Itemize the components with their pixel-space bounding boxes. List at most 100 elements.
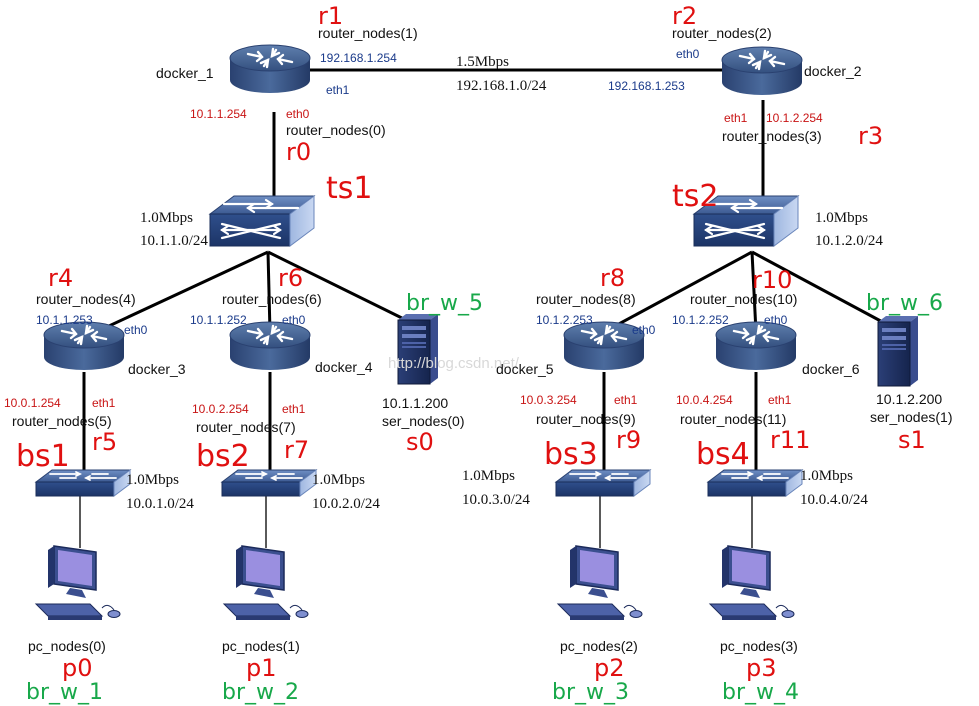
router-r3-ip-eth1: 10.1.2.254 xyxy=(766,111,823,125)
tag-p3: p3 xyxy=(746,654,777,682)
server-s1-icon xyxy=(877,315,919,387)
router-r4-docker: docker_3 xyxy=(128,361,186,377)
router-r2-docker: docker_2 xyxy=(804,63,862,79)
router-r8-ip-eth0: 10.1.2.253 xyxy=(536,313,593,327)
tag-bs1: bs1 xyxy=(16,439,70,474)
router-r6-icon xyxy=(228,320,312,372)
tag-r7: r7 xyxy=(284,436,309,464)
pc-p1-icon xyxy=(223,545,309,621)
pc-p0-icon xyxy=(35,545,121,621)
server-s1-bridge: br_w_6 xyxy=(866,291,943,316)
tag-r6: r6 xyxy=(278,264,303,292)
bs4-bandwidth: 1.0Mbps xyxy=(800,468,853,484)
watermark: http://blog.csdn.net/ xyxy=(388,355,520,372)
tag-bs2: bs2 xyxy=(196,439,250,474)
tag-p2: p2 xyxy=(594,654,625,682)
tag-r4: r4 xyxy=(48,264,73,292)
tag-r8: r8 xyxy=(600,264,625,292)
router-r10-if-eth0: eth0 xyxy=(764,313,788,327)
server-s1-name: ser_nodes(1) xyxy=(870,409,953,425)
pc-p3-bridge: br_w_4 xyxy=(722,680,799,705)
link-ts2-r8 xyxy=(603,250,753,334)
router-r8-name: router_nodes(8) xyxy=(536,291,636,307)
tag-s1: s1 xyxy=(898,426,926,454)
router-r3-if-eth1: eth1 xyxy=(724,111,748,125)
router-r1-ip-eth1: 192.168.1.254 xyxy=(320,51,397,65)
bs2-bandwidth: 1.0Mbps xyxy=(312,472,365,488)
router-r10-ip-eth0: 10.1.2.252 xyxy=(672,313,729,327)
tag-ts1: ts1 xyxy=(326,171,372,206)
router-r9-ip-eth1: 10.0.3.254 xyxy=(520,393,577,407)
router-r2-name: router_nodes(2) xyxy=(672,25,772,41)
link-ts1-s0 xyxy=(267,250,411,324)
server-s0-name: ser_nodes(0) xyxy=(382,413,465,429)
router-r7-ip-eth1: 10.0.2.254 xyxy=(192,402,249,416)
router-r5-if-eth1: eth1 xyxy=(92,396,116,410)
router-r1-icon xyxy=(228,43,312,95)
tag-r2: r2 xyxy=(672,2,697,30)
router-r10-docker: docker_6 xyxy=(802,361,860,377)
tag-r9: r9 xyxy=(616,426,641,454)
links xyxy=(79,68,891,548)
pc-p1-bridge: br_w_2 xyxy=(222,680,299,705)
link-ts1-r4 xyxy=(95,250,269,334)
router-r2-icon xyxy=(720,45,804,97)
router-r2-ip-eth0: 192.168.1.253 xyxy=(608,79,685,93)
tag-r1: r1 xyxy=(318,2,343,30)
bs4-network: 10.0.4.0/24 xyxy=(800,492,868,508)
switch-ts1-icon xyxy=(208,194,316,248)
router-r4-if-eth0: eth0 xyxy=(124,323,148,337)
tag-r11: r11 xyxy=(770,426,810,454)
router-r9-if-eth1: eth1 xyxy=(614,393,638,407)
router-r6-docker: docker_4 xyxy=(315,359,373,375)
router-r8-docker: docker_5 xyxy=(496,361,554,377)
tag-r3: r3 xyxy=(858,122,883,150)
tag-r5: r5 xyxy=(92,428,117,456)
router-r1-docker: docker_1 xyxy=(156,65,214,81)
bs1-bandwidth: 1.0Mbps xyxy=(126,472,179,488)
router-r11-if-eth1: eth1 xyxy=(768,393,792,407)
router-r11-ip-eth1: 10.0.4.254 xyxy=(676,393,733,407)
server-s0-ip: 10.1.1.200 xyxy=(382,395,448,411)
router-r10-icon xyxy=(714,320,798,372)
switch-bs3-icon xyxy=(555,469,651,497)
router-r6-ip-eth0: 10.1.1.252 xyxy=(190,313,247,327)
pc-p1-name: pc_nodes(1) xyxy=(222,638,300,654)
router-r5-ip-eth1: 10.0.1.254 xyxy=(4,396,61,410)
tag-bs4: bs4 xyxy=(696,437,750,472)
link-ts2-s1 xyxy=(751,250,891,328)
router-r7-name: router_nodes(7) xyxy=(196,419,296,435)
router-r4-ip-eth0: 10.1.1.253 xyxy=(36,313,93,327)
bs2-network: 10.0.2.0/24 xyxy=(312,496,380,512)
server-s0-bridge: br_w_5 xyxy=(406,291,483,316)
tag-p0: p0 xyxy=(62,654,93,682)
router-r4-name: router_nodes(4) xyxy=(36,291,136,307)
pc-p2-icon xyxy=(557,545,643,621)
link-ts2-r10 xyxy=(750,251,758,333)
pc-p0-name: pc_nodes(0) xyxy=(28,638,106,654)
link-ts1-r6 xyxy=(266,251,272,333)
bs3-bandwidth: 1.0Mbps xyxy=(462,468,515,484)
router-r7-if-eth1: eth1 xyxy=(282,402,306,416)
pc-p2-bridge: br_w_3 xyxy=(552,680,629,705)
core-link-bandwidth: 1.5Mbps xyxy=(456,54,509,70)
router-r5-name: router_nodes(5) xyxy=(12,413,112,429)
router-r0-name: router_nodes(0) xyxy=(286,122,386,138)
server-s1-ip: 10.1.2.200 xyxy=(876,391,942,407)
pc-p3-name: pc_nodes(3) xyxy=(720,638,798,654)
pc-p0-bridge: br_w_1 xyxy=(26,680,103,705)
bs1-network: 10.0.1.0/24 xyxy=(126,496,194,512)
tag-bs3: bs3 xyxy=(544,437,598,472)
ts2-network: 10.1.2.0/24 xyxy=(815,233,883,249)
router-r1-if-eth0: eth0 xyxy=(286,107,310,121)
router-r11-name: router_nodes(11) xyxy=(680,411,786,427)
router-r3-name: router_nodes(3) xyxy=(722,128,822,144)
core-link-network: 192.168.1.0/24 xyxy=(456,78,547,94)
router-r2-if-eth0: eth0 xyxy=(676,47,700,61)
ts1-network: 10.1.1.0/24 xyxy=(140,233,208,249)
pc-p3-icon xyxy=(709,545,795,621)
router-r6-if-eth0: eth0 xyxy=(282,313,306,327)
tag-s0: s0 xyxy=(406,428,434,456)
router-r10-name: router_nodes(10) xyxy=(690,291,797,307)
router-r1-if-eth1: eth1 xyxy=(326,83,350,97)
